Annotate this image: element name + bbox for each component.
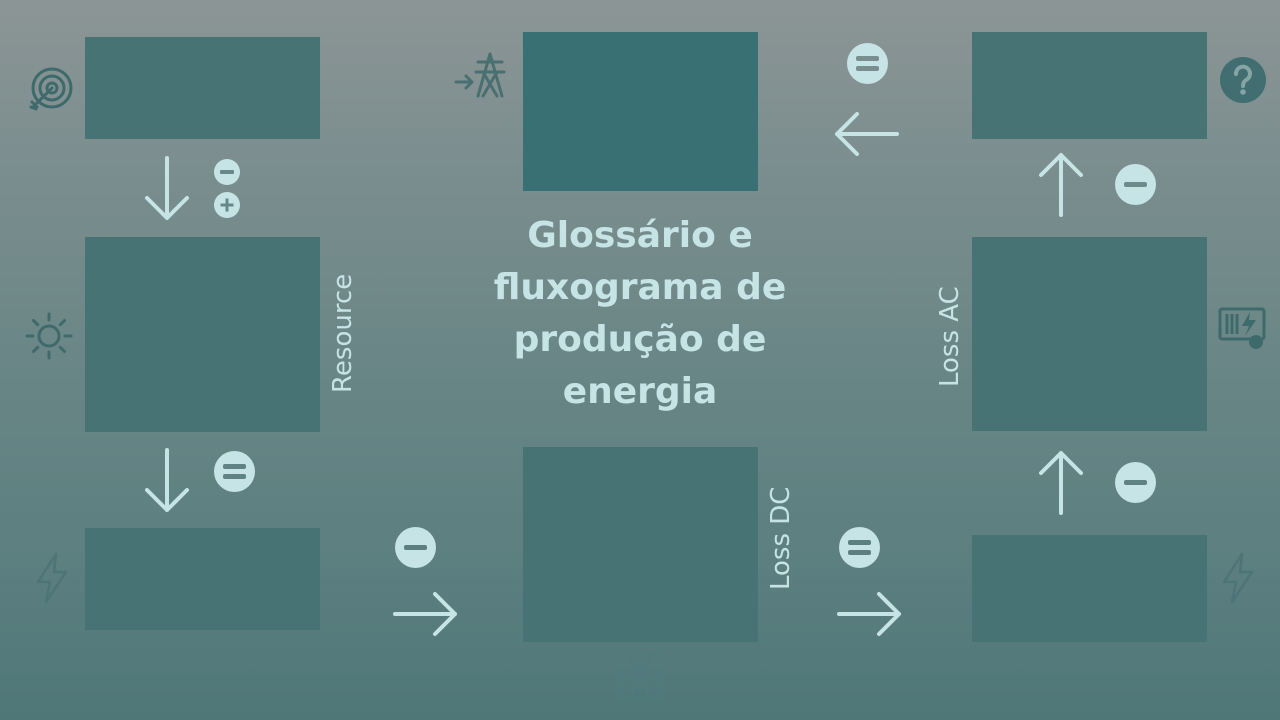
equals-circle-icon xyxy=(847,43,888,84)
minus-circle-icon xyxy=(1115,164,1156,205)
transmission-tower-icon xyxy=(454,52,506,98)
net-energy-box xyxy=(972,32,1207,139)
equals-circle-icon xyxy=(839,527,880,568)
target-icon xyxy=(29,67,73,111)
minus-circle-icon xyxy=(395,527,436,568)
lightning-icon xyxy=(1222,552,1254,604)
arrow-right-icon xyxy=(393,592,457,636)
lightning-icon xyxy=(36,552,68,604)
gross-energy-box xyxy=(85,528,320,630)
plus-circle-icon xyxy=(214,192,240,218)
loss-dc-label: Loss DC xyxy=(766,486,796,590)
ac-energy-box xyxy=(972,237,1207,431)
arrow-right-icon xyxy=(837,592,901,636)
sun-icon xyxy=(25,312,73,360)
minus-circle-icon xyxy=(214,159,240,185)
arrow-up-icon xyxy=(1039,153,1083,217)
arrow-down-icon xyxy=(145,448,189,512)
dc-energy-box xyxy=(523,447,758,642)
solar-panel-icon xyxy=(616,648,664,700)
arrow-down-icon xyxy=(145,156,189,220)
arrow-left-icon xyxy=(835,112,899,156)
minus-circle-icon xyxy=(1115,462,1156,503)
target-box xyxy=(85,37,320,139)
inverter-icon xyxy=(1218,307,1266,349)
loss-ac-label: Loss AC xyxy=(935,286,965,387)
page-title: Glossário e fluxograma de produção de en… xyxy=(493,215,787,412)
question-icon xyxy=(1220,57,1266,103)
arrow-up-icon xyxy=(1039,451,1083,515)
dc-output-box xyxy=(972,535,1207,642)
equals-circle-icon xyxy=(214,451,255,492)
grid-delivery-box xyxy=(523,32,758,191)
resource-box xyxy=(85,237,320,432)
resource-label: Resource xyxy=(328,273,358,393)
